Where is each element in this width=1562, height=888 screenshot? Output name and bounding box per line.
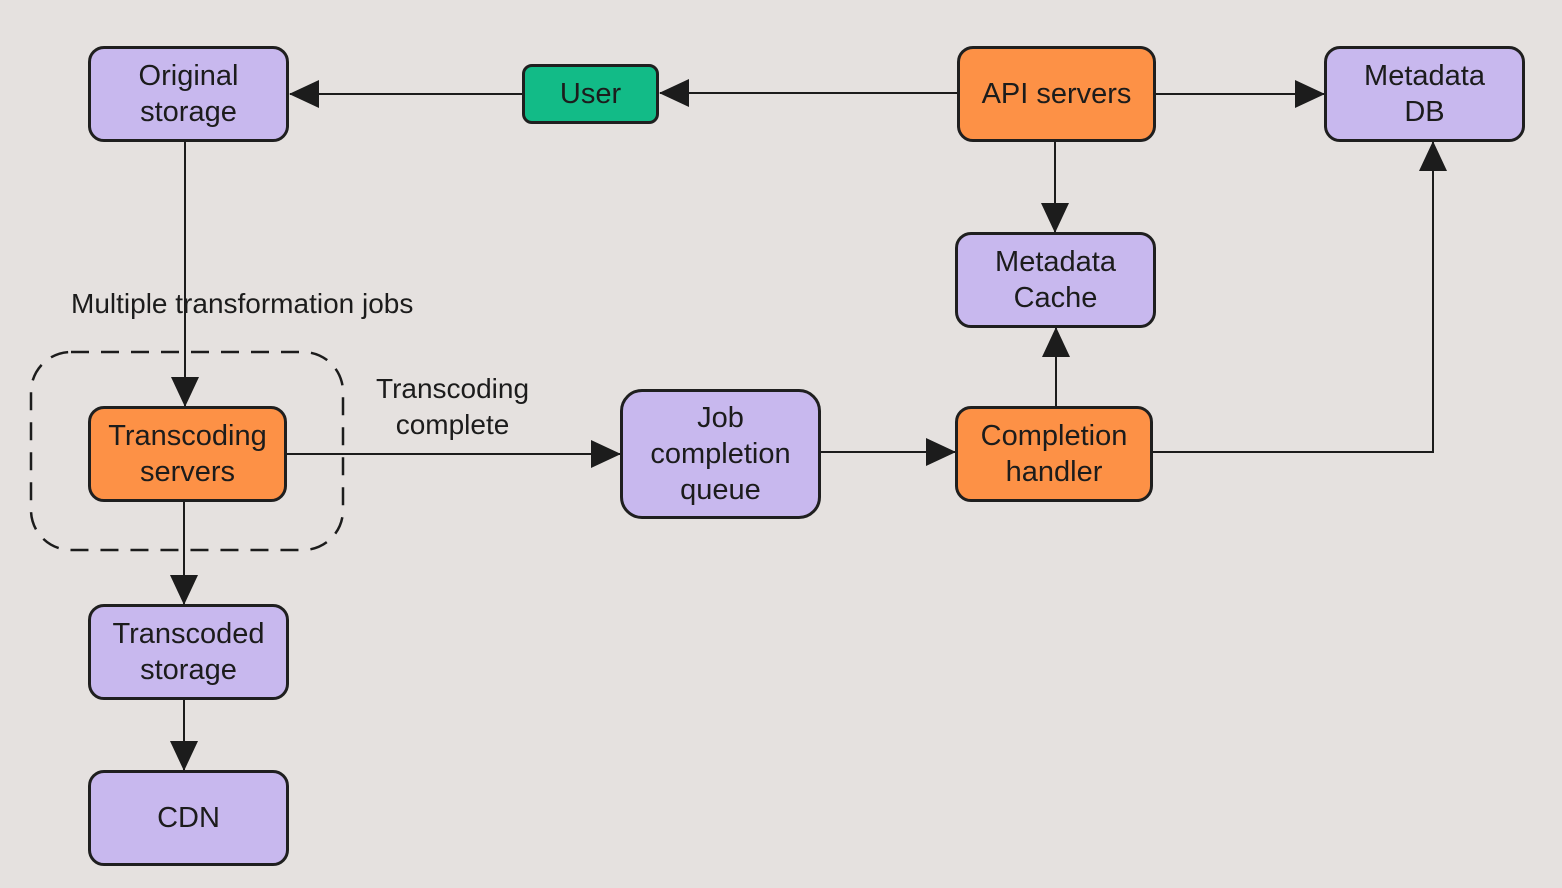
user-node: User bbox=[522, 64, 659, 124]
metadata-cache-node: Metadata Cache bbox=[955, 232, 1156, 328]
original-storage-node: Original storage bbox=[88, 46, 289, 142]
api-servers-node: API servers bbox=[957, 46, 1156, 142]
completion-handler-node: Completion handler bbox=[955, 406, 1153, 502]
transcoding-servers-node: Transcoding servers bbox=[88, 406, 287, 502]
transcoding-complete-label: Transcoding complete bbox=[376, 373, 530, 440]
transcoded-storage-node: Transcoded storage bbox=[88, 604, 289, 700]
edge-handler-to-metadata-db bbox=[1153, 141, 1447, 453]
metadata-db-node: Metadata DB bbox=[1324, 46, 1525, 142]
multiple-transformation-jobs-label: Multiple transformation jobs bbox=[71, 288, 414, 319]
job-completion-queue-node: Job completion queue bbox=[620, 389, 821, 519]
cdn-node: CDN bbox=[88, 770, 289, 866]
